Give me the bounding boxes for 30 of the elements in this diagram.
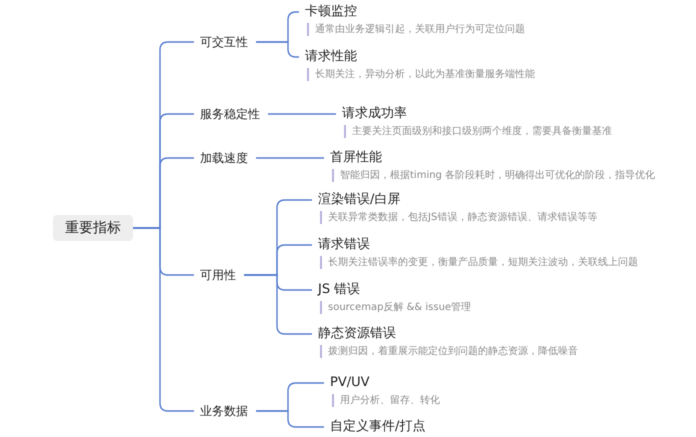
subtopic-title: 卡顿监控 <box>305 3 358 21</box>
subtopic-note: 智能归因，根据timing 各阶段耗时，明确得出可优化的阶段，指导优化 <box>332 169 656 182</box>
connector-line <box>256 410 324 428</box>
subtopic-title: 自定义事件/打点 <box>330 418 426 436</box>
connector-line <box>244 274 312 335</box>
subtopic-title: 静态资源错误 <box>318 325 397 343</box>
subtopic-note: sourcemap反解 && issue管理 <box>320 301 472 314</box>
root-topic: 重要指标 <box>53 215 133 241</box>
branch-topic: 服务稳定性 <box>200 105 260 123</box>
subtopic-note: 通常由业务逻辑引起，关联用户行为可定位问题 <box>307 23 525 36</box>
subtopic-title: 请求性能 <box>305 48 358 66</box>
subtopic-title: 首屏性能 <box>330 149 383 167</box>
branch-topic: 业务数据 <box>200 402 248 420</box>
subtopic-title: 请求错误 <box>318 236 371 254</box>
subtopic-title: PV/UV <box>330 374 371 392</box>
subtopic-title: 请求成功率 <box>342 105 408 123</box>
subtopic-note: 长期关注，异动分析，以此为基准衡量服务端性能 <box>307 68 535 81</box>
subtopic-note: 用户分析、留存、转化 <box>332 394 440 407</box>
subtopic-note: 长期关注错误率的变更，衡量产品质量，短期关注波动，关联线上问题 <box>320 256 638 269</box>
subtopic-note: 拨测归因，着重展示能定位到问题的静态资源，降低噪音 <box>320 345 578 358</box>
branch-topic: 可交互性 <box>200 33 248 51</box>
subtopic-title: JS 错误 <box>318 281 362 299</box>
connector-line <box>256 157 324 159</box>
branch-topic: 加载速度 <box>200 149 248 167</box>
subtopic-title: 渲染错误/白屏 <box>318 191 402 209</box>
subtopic-note: 关联异常类数据，包括JS错误，静态资源错误、请求错误等等 <box>320 211 598 224</box>
subtopic-note: 主要关注页面级别和接口级别两个维度，需要具备衡量基准 <box>344 125 612 138</box>
branch-topic: 可用性 <box>200 266 236 284</box>
connector-line <box>256 41 299 58</box>
connector-line <box>268 113 336 115</box>
